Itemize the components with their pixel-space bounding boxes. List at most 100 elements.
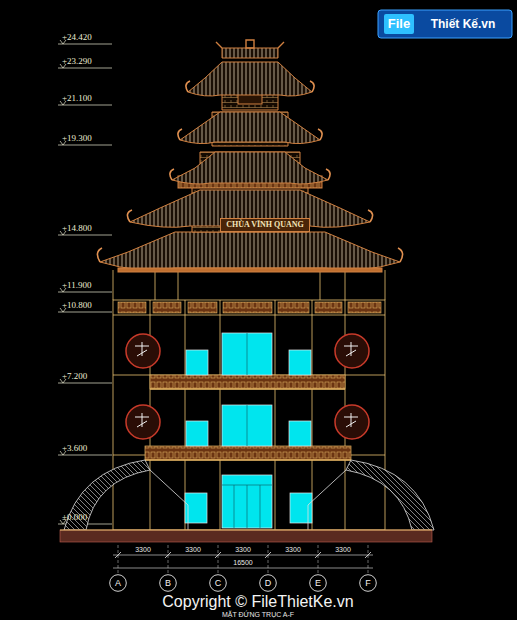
drawing-stroke (150, 470, 188, 530)
round-ornament (126, 334, 369, 439)
drawing-stroke (118, 268, 382, 272)
level-mark: +24.420 (62, 33, 92, 42)
drawing-stroke (216, 40, 284, 48)
drawing-stroke (126, 334, 160, 368)
dimension-text: 16500 (233, 559, 252, 566)
drawing-stroke (234, 485, 235, 528)
drawing-stroke (385, 270, 386, 300)
drawing-stroke (113, 270, 114, 300)
drawing-stroke (145, 459, 351, 460)
drawing-stroke (265, 552, 271, 558)
drawing-stroke (165, 552, 171, 558)
drawing-stroke (222, 48, 278, 58)
dimension-text: 3300 (335, 546, 351, 553)
axis-bubble: F (359, 574, 377, 592)
building-frame (113, 270, 385, 530)
level-mark: +3.600 (62, 444, 87, 453)
ground-line (60, 529, 432, 530)
axis-circle-shape (360, 575, 377, 592)
drawing-stroke (308, 470, 346, 530)
drawing-stroke (153, 302, 181, 313)
drawing-stroke (222, 485, 272, 486)
dimension-text: 3300 (135, 546, 151, 553)
drawing-stroke (188, 302, 217, 313)
ornament-glyphs (135, 342, 358, 427)
drawing-stroke (58, 105, 112, 106)
axis-bubble: B (159, 574, 177, 592)
drawing-stroke (315, 302, 342, 313)
drawing-stroke (186, 421, 208, 446)
drawing-stroke (178, 272, 179, 300)
logo-badge (384, 14, 414, 34)
drawing-stroke (150, 375, 345, 389)
drawing-stroke (150, 388, 345, 389)
axis-label: E (315, 579, 321, 588)
drawing-stroke (289, 350, 311, 375)
drawing-stroke (100, 232, 400, 270)
drawing-stroke (58, 312, 112, 313)
axis-circle-shape (260, 575, 277, 592)
axis-label: B (165, 579, 171, 588)
axis-circle-shape (310, 575, 327, 592)
ground-band (60, 530, 432, 542)
drawing-stroke (58, 455, 112, 456)
drawing-stroke (155, 272, 156, 300)
drawing-stroke (172, 152, 328, 184)
drawing-stroke (222, 475, 272, 528)
drawing-stroke (318, 545, 319, 574)
drawing-stroke (346, 460, 434, 530)
drawing-stroke (220, 300, 221, 530)
watermark: Copyright © FileThietKe.vn (162, 594, 353, 610)
drawing-stroke (126, 405, 160, 439)
drawing-stroke (335, 334, 369, 368)
drawing-stroke (247, 405, 248, 446)
axis-circle-shape (110, 575, 127, 592)
level-mark: +14.800 (62, 224, 92, 233)
drawing-stroke (315, 552, 321, 558)
level-mark: ±0.000 (62, 513, 87, 522)
drawing-stroke (247, 333, 248, 375)
dimension-text: 3300 (285, 546, 301, 553)
drawing-stroke (58, 235, 112, 236)
board-text: CHÙA VĨNH QUANG (226, 221, 304, 229)
drawing-stroke (218, 545, 219, 574)
drawing-stroke (290, 493, 312, 523)
axis-label: D (265, 579, 272, 588)
drawing-stroke (335, 405, 369, 439)
drawing-stroke (58, 292, 112, 293)
drawing-stroke (118, 302, 146, 313)
logo-box (378, 10, 512, 38)
level-mark: +11.900 (62, 281, 92, 290)
drawing-stroke (215, 552, 221, 558)
dimension-text: 3300 (235, 546, 251, 553)
axis-bubble: C (209, 574, 227, 592)
drawing-stroke (113, 300, 385, 530)
axis-lines (118, 545, 368, 574)
balcony-railing (145, 375, 351, 460)
axis-bubble: D (259, 574, 277, 592)
frieze-panels (118, 302, 381, 313)
level-mark: +7.200 (62, 372, 87, 381)
drawing-stroke (186, 350, 208, 375)
doors-windows (185, 333, 312, 528)
logo-text: Thiết Kế.vn (431, 18, 496, 30)
drawing-stroke (135, 413, 149, 427)
logo-text: File (388, 17, 410, 30)
drawing-stroke (345, 272, 346, 300)
axis-bubble: A (109, 574, 127, 592)
drawing-stroke (344, 342, 358, 356)
drawing-stroke (58, 383, 112, 384)
level-mark: +19.300 (62, 134, 92, 143)
drawing-stroke (222, 405, 272, 446)
drawing-stroke (168, 545, 169, 574)
drawing-stroke (145, 446, 351, 460)
drawing-stroke (247, 485, 248, 528)
drawing-stroke (268, 545, 269, 574)
drawing-stroke (223, 302, 272, 313)
drawing-stroke (135, 342, 149, 356)
drawing-stroke (188, 62, 312, 96)
axis-circle-shape (210, 575, 227, 592)
drawing-stroke (344, 413, 358, 427)
